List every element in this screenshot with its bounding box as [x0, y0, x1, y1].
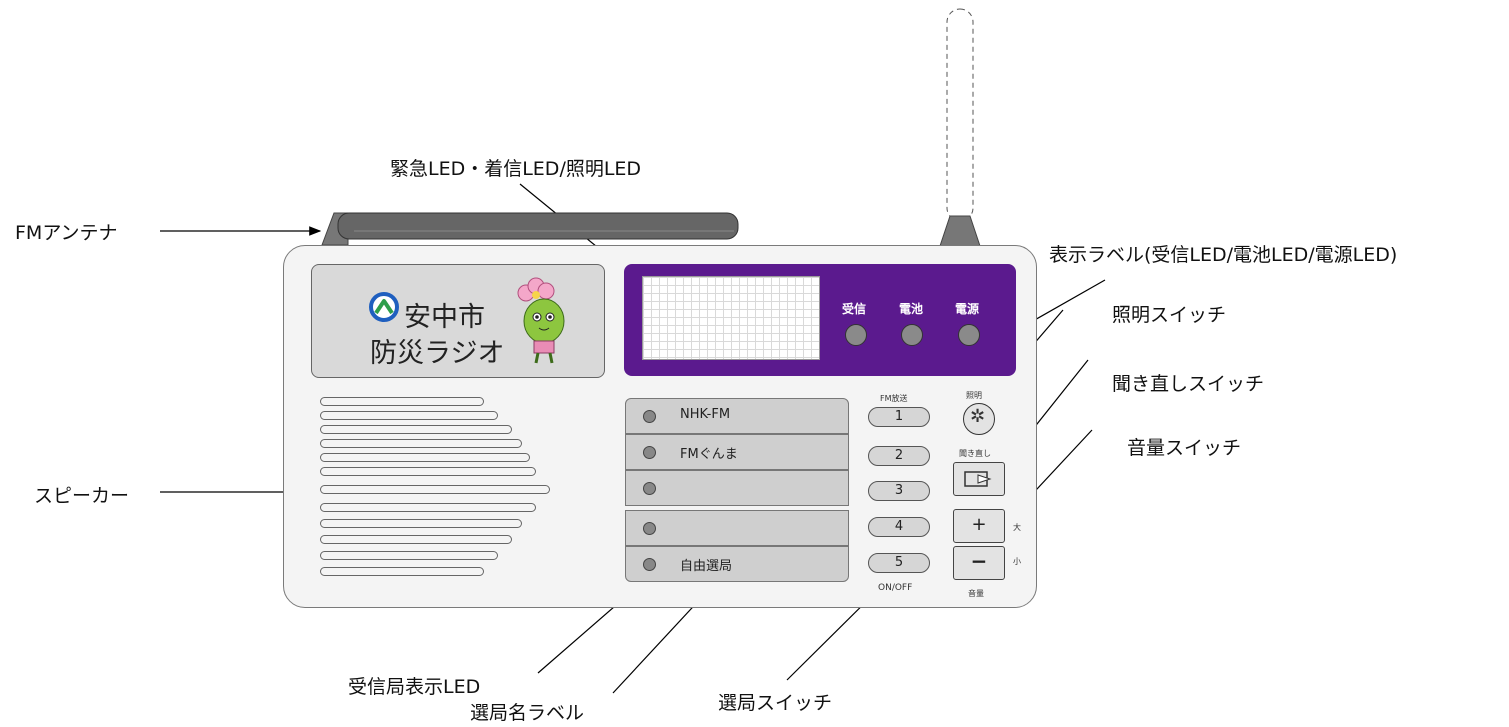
- light-label: 照明: [966, 391, 982, 400]
- rod-antenna: [939, 8, 981, 247]
- station-name: NHK-FM: [680, 407, 731, 422]
- station-slot-5: 自由選局: [625, 546, 849, 582]
- volume-down-button[interactable]: −: [953, 546, 1005, 580]
- light-switch-button[interactable]: ✲: [963, 403, 995, 435]
- speaker-slot: [320, 397, 484, 406]
- station-led: [643, 522, 656, 535]
- light-bulb-icon: ✲: [970, 406, 986, 427]
- callout-light-switch: 照明スイッチ: [1112, 304, 1227, 326]
- callout-station-switch: 選局スイッチ: [718, 692, 833, 714]
- replay-switch-button[interactable]: [953, 462, 1005, 496]
- city-emblem-icon: [369, 292, 399, 322]
- speaker-slot: [320, 535, 512, 544]
- speaker-slot: [320, 503, 536, 512]
- callout-fm-antenna: FMアンテナ: [15, 222, 118, 244]
- station-slot-1: NHK-FM: [625, 398, 849, 434]
- speaker-slot: [320, 411, 498, 420]
- replay-label: 聞き直し: [959, 449, 991, 458]
- speaker-slot: [320, 519, 522, 528]
- led-dot-matrix: [642, 276, 820, 360]
- station-button-3[interactable]: 3: [868, 481, 930, 501]
- speaker-slot: [320, 439, 522, 448]
- logo-line1: 安中市: [404, 302, 485, 333]
- callout-led-top: 緊急LED・着信LED/照明LED: [390, 158, 642, 180]
- station-button-5[interactable]: 5: [868, 553, 930, 573]
- mascot-character-icon: [517, 277, 565, 364]
- station-button-1[interactable]: 1: [868, 407, 930, 427]
- fm-antenna: [321, 212, 739, 246]
- station-button-4[interactable]: 4: [868, 517, 930, 537]
- station-led: [643, 410, 656, 423]
- on-off-label: ON/OFF: [878, 583, 913, 593]
- speaker-slot: [320, 567, 484, 576]
- speaker-slot: [320, 425, 512, 434]
- power-label: 電源: [955, 302, 980, 316]
- callout-volume-switch: 音量スイッチ: [1127, 437, 1242, 459]
- receive-led: [845, 324, 867, 346]
- speaker-slot: [320, 485, 550, 494]
- station-led: [643, 558, 656, 571]
- fm-broadcast-label: FM放送: [880, 394, 908, 403]
- volume-big-label: 大: [1013, 523, 1021, 532]
- battery-label: 電池: [899, 302, 924, 316]
- volume-label: 音量: [968, 589, 984, 598]
- station-slot-4: [625, 510, 849, 546]
- station-button-2[interactable]: 2: [868, 446, 930, 466]
- volume-up-button[interactable]: +: [953, 509, 1005, 543]
- callout-replay-switch: 聞き直しスイッチ: [1112, 373, 1265, 395]
- station-name: FMぐんま: [680, 447, 738, 462]
- volume-small-label: 小: [1013, 557, 1021, 566]
- station-slot-3: [625, 470, 849, 506]
- speaker-slot: [320, 467, 536, 476]
- city-logo-panel: 安中市 防災ラジオ: [311, 264, 605, 378]
- station-name: 自由選局: [680, 559, 733, 574]
- logo-line2: 防災ラジオ: [370, 338, 505, 369]
- power-led: [958, 324, 980, 346]
- callout-station-led: 受信局表示LED: [348, 676, 481, 698]
- callout-display-label: 表示ラベル(受信LED/電池LED/電源LED): [1049, 244, 1398, 266]
- callout-speaker: スピーカー: [34, 485, 130, 507]
- station-led: [643, 482, 656, 495]
- replay-icon: [964, 471, 992, 487]
- receive-label: 受信: [842, 302, 867, 316]
- battery-led: [901, 324, 923, 346]
- station-slot-2: FMぐんま: [625, 434, 849, 470]
- speaker-slot: [320, 453, 530, 462]
- callout-station-name-label: 選局名ラベル: [470, 702, 585, 724]
- station-led: [643, 446, 656, 459]
- speaker-slot: [320, 551, 498, 560]
